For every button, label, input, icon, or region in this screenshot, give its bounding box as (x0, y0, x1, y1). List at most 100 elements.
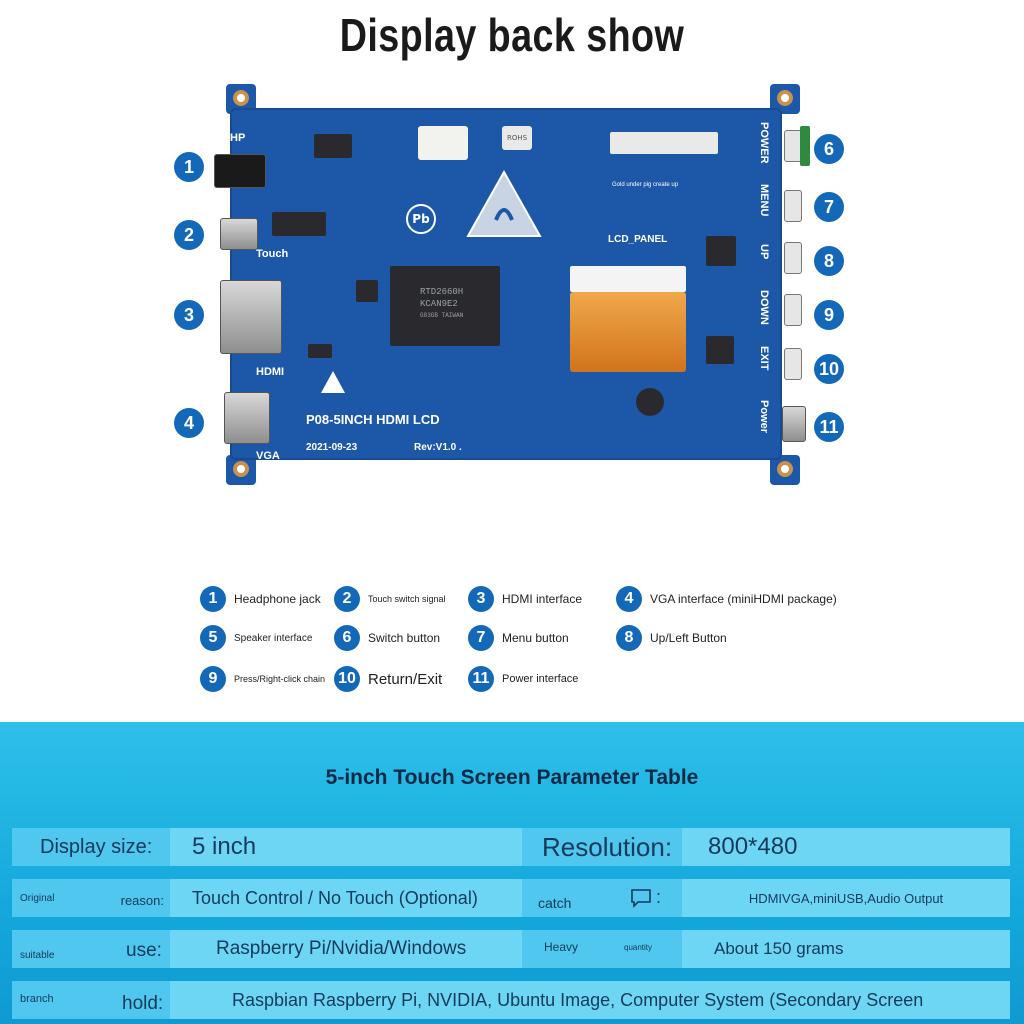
callout-2: 2 (174, 220, 204, 250)
resolution-label: Resolution: (522, 828, 682, 866)
legend-badge: 9 (200, 666, 226, 692)
fpc-connector (570, 266, 686, 292)
legend-badge: 3 (468, 586, 494, 612)
legend-label: Return/Exit (368, 670, 443, 688)
weight-value: About 150 grams (682, 930, 1010, 968)
callout-8: 8 (814, 246, 844, 276)
callout-6: 6 (814, 134, 844, 164)
main-chip: RTD2660H KCAN9E2 G83GB TAIWAN (390, 266, 500, 346)
legend-label: Touch switch signal (368, 594, 446, 604)
esd-small-icon (321, 371, 345, 393)
reason-label: reason: (120, 893, 164, 908)
callout-4: 4 (174, 408, 204, 438)
chip-line-2: KCAN9E2 (420, 299, 458, 309)
suitable-label: suitable (20, 950, 55, 961)
legend-item: 1 Headphone jack (200, 586, 321, 612)
side-label-up: UP (758, 244, 770, 260)
legend-label: Up/Left Button (650, 631, 727, 645)
callout-1: 1 (174, 152, 204, 182)
legend-badge: 1 (200, 586, 226, 612)
hdmi-label: HDMI (256, 366, 285, 378)
param-row-reason: Original reason: Touch Control / No Touc… (12, 879, 1010, 917)
vga-port (224, 392, 270, 444)
board-model: P08-5INCH HDMI LCD (306, 412, 440, 427)
hold-label-cell: branch hold: (12, 981, 170, 1019)
catch-colon: : (656, 887, 662, 907)
side-label-power: POWER (758, 122, 770, 164)
catch-label-cell: catch : (522, 879, 682, 917)
callout-11: 11 (814, 412, 844, 442)
parameter-panel: 5-inch Touch Screen Parameter Table Disp… (0, 722, 1024, 1024)
side-label-power-in: Power (758, 400, 770, 434)
rohs-logo: ROHS (502, 126, 532, 150)
lcd-panel-label: LCD_PANEL (608, 234, 668, 245)
top-fpc (610, 132, 718, 154)
esd-warning-icon (466, 170, 542, 237)
side-label-exit: EXIT (758, 346, 770, 371)
heavy-label: Heavy (544, 940, 579, 954)
small-chip (308, 344, 332, 358)
vga-label: VGA (256, 450, 280, 462)
callout-7: 7 (814, 192, 844, 222)
inductor (706, 236, 736, 266)
up-button (784, 242, 802, 274)
legend-badge: 7 (468, 625, 494, 651)
legend-item: 6 Switch button (334, 625, 440, 651)
touch-label: Touch (256, 248, 289, 260)
legend-badge: 8 (616, 625, 642, 651)
legend-badge: 5 (200, 625, 226, 651)
parameter-title: 5-inch Touch Screen Parameter Table (325, 766, 699, 789)
small-chip (272, 212, 326, 236)
legend-label: Press/Right-click chain (234, 674, 326, 684)
catch-label: catch (538, 895, 572, 911)
hdmi-port (220, 280, 282, 354)
exit-button (784, 348, 802, 380)
callout-10: 10 (814, 354, 844, 384)
legend-item: 7 Menu button (468, 625, 569, 651)
mount-hole (777, 90, 793, 106)
chip-line-3: G83GB TAIWAN (420, 312, 464, 319)
board-rev: Rev:V1.0 . (414, 442, 462, 453)
resolution-value: 800*480 (682, 828, 1010, 866)
power-switch-tab (800, 126, 810, 166)
inductor (706, 336, 734, 364)
callout-3: 3 (174, 300, 204, 330)
param-row-hold: branch hold: Raspbian Raspberry Pi, NVID… (12, 981, 1010, 1019)
branch-label: branch (20, 993, 54, 1005)
legend-label: Menu button (502, 631, 569, 645)
callout-9: 9 (814, 300, 844, 330)
original-label: Original (20, 893, 55, 904)
small-chip (356, 280, 378, 302)
gold-note: Gold under pig create up (612, 182, 679, 188)
board-date: 2021-09-23 (306, 442, 358, 453)
legend-label: VGA interface (miniHDMI package) (650, 592, 837, 606)
legend-item: 8 Up/Left Button (616, 625, 727, 651)
legend-item: 3 HDMI interface (468, 586, 582, 612)
legend-item: 11 Power interface (468, 666, 578, 692)
message-box-icon (631, 889, 651, 908)
headphone-jack (214, 154, 266, 188)
legend: 1 Headphone jack 2 Touch switch signal 3… (200, 582, 900, 702)
legend-badge: 2 (334, 586, 360, 612)
use-label-cell: suitable use: (12, 930, 170, 968)
reason-label-cell: Original reason: (12, 879, 170, 917)
param-row-use: suitable use: Raspberry Pi/Nvidia/Window… (12, 930, 1010, 968)
reason-value: Touch Control / No Touch (Optional) (170, 879, 522, 917)
small-chip (314, 134, 352, 158)
pb-free-logo: Pb (406, 204, 436, 234)
board-illustration: HP Touch HDMI VGA LCD_PANEL Gold under p… (170, 80, 860, 510)
legend-badge: 11 (468, 666, 494, 692)
power-port (782, 406, 806, 442)
side-label-menu: MENU (758, 184, 770, 217)
display-size-value: 5 inch (170, 828, 522, 866)
legend-label: HDMI interface (502, 592, 583, 606)
mount-hole (233, 461, 249, 477)
menu-button (784, 190, 802, 222)
hold-value: Raspbian Raspberry Pi, NVIDIA, Ubuntu Im… (170, 981, 1010, 1019)
mount-hole (777, 461, 793, 477)
legend-badge: 6 (334, 625, 360, 651)
weight-label-cell: Heavy quantity (522, 930, 682, 968)
lcd-flex-cable (570, 292, 686, 372)
legend-item: 9 Press/Right-click chain (200, 666, 325, 692)
hold-label: hold: (122, 993, 164, 1014)
